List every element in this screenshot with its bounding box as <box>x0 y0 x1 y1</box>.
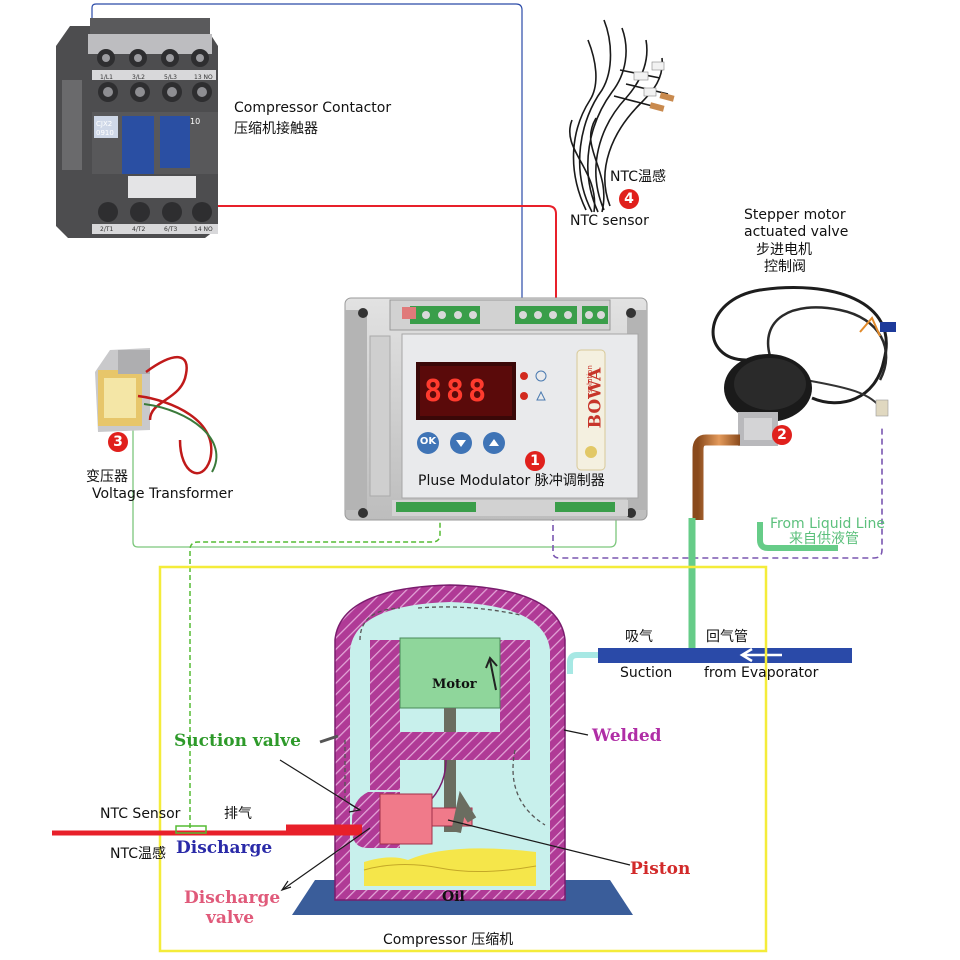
transformer-image <box>95 348 218 475</box>
suction-label-en: Suction <box>620 665 673 681</box>
suction-valve-label: Suction valve <box>174 731 301 751</box>
contactor-terminal-bottom-4: 14 NO <box>194 226 213 233</box>
return-pipe-label-zh: 回气管 <box>706 629 748 645</box>
discharge-valve-label-line2: valve <box>206 908 255 928</box>
oil-label: Oil <box>442 889 465 905</box>
suction-inlet <box>567 652 600 674</box>
ntc-sensor-label-zh: NTC温感 <box>110 846 166 862</box>
contactor-model-line2: 0910 <box>96 129 114 137</box>
contactor-terminal-top-2: 3/L2 <box>132 74 145 81</box>
compressor-frame <box>158 565 768 953</box>
suction-pipe <box>598 648 852 663</box>
transformer-green-wire <box>132 430 617 548</box>
modulator-display: 888 <box>424 374 491 409</box>
ntc-label-en: NTC sensor <box>570 213 649 229</box>
contactor-terminal-bottom-3: 6/T3 <box>164 226 178 233</box>
stepper-label-zh-line2: 控制阀 <box>764 259 806 275</box>
welded-label: Welded <box>592 726 662 746</box>
contactor-terminal-top-3: 5/L3 <box>164 74 177 81</box>
discharge-label: Discharge <box>176 838 273 858</box>
discharge-valve-label-line1: Discharge <box>184 888 281 908</box>
contactor-terminal-bottom-1: 2/T1 <box>100 226 114 233</box>
transformer-label-en: Voltage Transformer <box>92 486 233 502</box>
contactor-image: 1/L1 3/L2 5/L3 13 NO 2/T1 4/T2 6/T3 14 N… <box>56 18 218 238</box>
contactor-terminal-top-1: 1/L1 <box>100 74 113 81</box>
contactor-label-zh: 压缩机接触器 <box>234 121 318 137</box>
ntc-number-badge: 4 <box>619 189 639 209</box>
stepper-number-badge: 2 <box>772 425 792 445</box>
ntc-label-zh: NTC温感 <box>610 169 666 185</box>
modulator-ok-button: OK <box>419 436 437 447</box>
ntc-probe-tips <box>633 61 675 112</box>
stepper-valve-image <box>692 286 896 522</box>
modulator-label: Pluse Modulator 脉冲调制器 <box>418 473 605 489</box>
ntc-sensor-image <box>569 19 669 213</box>
ntc-green-dashed-wire <box>189 495 441 828</box>
contactor-model-line1: CJX2 <box>96 120 112 128</box>
contactor-terminal-top-4: 13 NO <box>194 74 213 81</box>
liquid-line-label-en: From Liquid Line <box>770 516 885 532</box>
stepper-label-zh-line1: 步进电机 <box>756 242 812 258</box>
motor-label: Motor <box>432 677 477 692</box>
piston-label: Piston <box>630 859 691 879</box>
compressor-diagram <box>52 584 633 915</box>
pulse-modulator-image <box>344 297 648 521</box>
suction-label-zh: 吸气 <box>625 629 653 645</box>
liquid-line-return <box>757 522 838 551</box>
compressor-caption: Compressor 压缩机 <box>383 932 514 948</box>
transformer-number-badge: 3 <box>108 432 128 452</box>
ntc-sensor-label-en: NTC Sensor <box>100 806 181 822</box>
blue-wire <box>91 3 523 315</box>
suction-flow-arrow <box>739 647 782 663</box>
modulator-brand-sub: solution <box>585 365 594 393</box>
stepper-label-en-line1: Stepper motor <box>744 207 846 223</box>
contactor-rating: 10 <box>190 117 200 126</box>
from-evaporator-label: from Evaporator <box>704 665 819 681</box>
modulator-number-badge: 1 <box>525 451 545 471</box>
contactor-label-en: Compressor Contactor <box>234 100 392 116</box>
liquid-line-label-zh: 来自供液管 <box>789 531 859 547</box>
transformer-label-zh: 变压器 <box>86 469 128 485</box>
stepper-purple-dashed-wire <box>552 425 883 559</box>
stepper-label-en-line2: actuated valve <box>744 224 849 240</box>
contactor-terminal-bottom-2: 4/T2 <box>132 226 146 233</box>
discharge-label-zh: 排气 <box>224 806 252 822</box>
red-wire <box>210 205 557 316</box>
